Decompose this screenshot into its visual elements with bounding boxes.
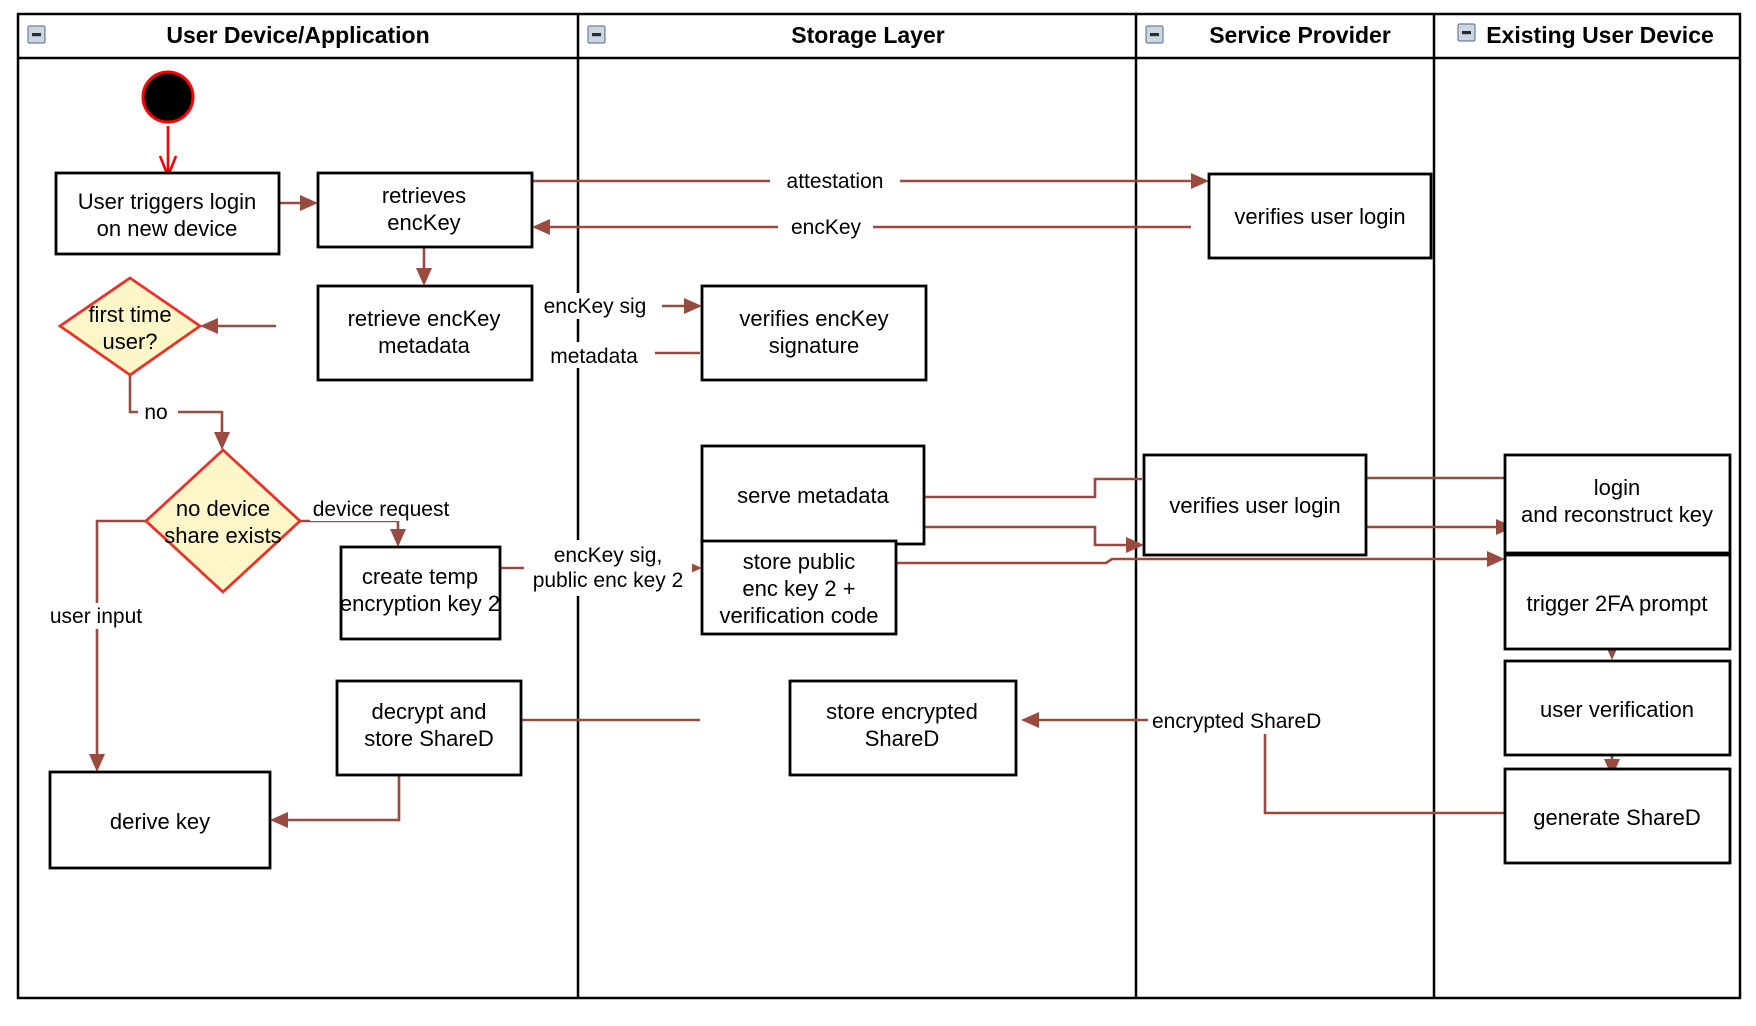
edge-metadata: metadata — [476, 342, 700, 368]
node-verifies-enckey-signature[interactable]: verifies encKey signature — [700, 284, 928, 382]
node-label-line: first time — [88, 302, 171, 327]
node-trigger-2fa-prompt[interactable]: trigger 2FA prompt — [1503, 553, 1732, 651]
node-user-triggers-login[interactable]: User triggers login on new device — [54, 171, 281, 256]
lane-title-existing-device: Existing User Device — [1486, 22, 1714, 48]
edge-label-enckey: encKey — [791, 216, 862, 239]
node-label-line: User triggers login — [78, 189, 257, 214]
node-decrypt-and-store-shared[interactable]: decrypt and store ShareD — [335, 679, 523, 777]
edge-label-enckey-sig-line2: public enc key 2 — [533, 569, 684, 592]
node-serve-metadata[interactable]: serve metadata — [700, 444, 926, 546]
node-create-temp-encryption-key-2[interactable]: create temp encryption key 2 — [339, 545, 502, 641]
collapse-icon[interactable] — [1145, 25, 1164, 44]
edge-label-enckey-sig-line1: encKey sig, — [554, 544, 663, 567]
edge-serve-metadata-to-sp — [904, 525, 1144, 553]
edge-user-input: user input — [46, 519, 151, 772]
edge-metadata-to-first-time — [200, 318, 276, 334]
edges-layer: attestation encKey encKey sig — [46, 126, 1620, 828]
node-label-line: create temp — [362, 564, 478, 589]
node-generate-shared[interactable]: generate ShareD — [1503, 767, 1732, 865]
node-label-line: encryption key 2 — [340, 591, 500, 616]
node-label-line: generate ShareD — [1533, 805, 1701, 830]
edge-no: no — [128, 375, 230, 450]
edge-label-encrypted-shared: encrypted ShareD — [1152, 710, 1321, 733]
node-label-line: derive key — [110, 809, 210, 834]
collapse-icon[interactable] — [27, 25, 46, 44]
node-store-public-enc-key-2[interactable]: store public enc key 2 + verification co… — [700, 539, 898, 636]
collapse-icon[interactable] — [587, 25, 606, 44]
edge-label-attestation: attestation — [787, 170, 884, 193]
edge-enckey-sig: encKey sig — [476, 293, 702, 319]
node-label-line: ShareD — [865, 726, 940, 751]
node-label-line: login — [1594, 475, 1640, 500]
edge-device-request: device request — [300, 495, 458, 547]
edge-retrieves-to-metadata — [416, 247, 432, 286]
node-label-line: verifies user login — [1234, 204, 1405, 229]
node-login-and-reconstruct-key[interactable]: login and reconstruct key — [1503, 453, 1732, 555]
node-label-line: no device — [176, 496, 270, 521]
node-label-line: trigger 2FA prompt — [1527, 591, 1708, 616]
node-store-encrypted-shared[interactable]: store encrypted ShareD — [788, 679, 1018, 777]
node-label-line: on new device — [97, 216, 238, 241]
lane-title-user-device: User Device/Application — [166, 22, 429, 48]
lane-header-existing-device[interactable]: Existing User Device — [1457, 22, 1714, 48]
node-label-line: signature — [769, 333, 860, 358]
node-label-line: store encrypted — [826, 699, 978, 724]
edge-label-user-input: user input — [50, 605, 142, 628]
node-label-line: user verification — [1540, 697, 1694, 722]
node-label-line: verifies user login — [1169, 493, 1340, 518]
node-label-line: verification code — [720, 603, 879, 628]
node-label-line: encKey — [387, 210, 460, 235]
node-derive-key[interactable]: derive key — [48, 770, 272, 870]
edge-login-to-retrieves — [279, 195, 318, 211]
node-retrieve-enckey-metadata[interactable]: retrieve encKey metadata — [316, 284, 534, 382]
node-label-line: store ShareD — [364, 726, 494, 751]
node-label-line: retrieve encKey — [348, 306, 501, 331]
edge-attestation: attestation — [532, 168, 1209, 194]
initial-node[interactable] — [141, 70, 195, 124]
node-label-line: serve metadata — [737, 483, 889, 508]
node-label-line: store public — [743, 549, 856, 574]
node-label-line: decrypt and — [372, 699, 487, 724]
node-label-line: and reconstruct key — [1521, 502, 1713, 527]
node-verifies-user-login-top[interactable]: verifies user login — [1207, 172, 1433, 260]
edge-enckey-sig-pub2: encKey sig, public enc key 2 — [500, 540, 702, 596]
node-label-line: verifies encKey — [739, 306, 888, 331]
node-label-line: metadata — [378, 333, 470, 358]
edge-label-metadata: metadata — [550, 345, 638, 368]
lane-title-service-provider: Service Provider — [1209, 22, 1391, 48]
edge-label-enckey-sig: encKey sig — [544, 295, 647, 318]
edge-label-device-request: device request — [313, 498, 450, 521]
edge-store-pub-to-2fa — [895, 551, 1505, 567]
edge-label-no: no — [144, 401, 167, 424]
nodes-layer: User triggers login on new device retrie… — [48, 70, 1732, 870]
edge-encrypted-shared: encrypted ShareD — [1021, 707, 1509, 815]
collapse-icon[interactable] — [1457, 23, 1476, 42]
node-label-line: enc key 2 + — [742, 576, 855, 601]
lane-header-service-provider[interactable]: Service Provider — [1145, 22, 1391, 48]
node-retrieves-enckey[interactable]: retrieves encKey — [316, 171, 534, 249]
node-no-device-share-exists[interactable]: no device share exists — [143, 448, 303, 594]
node-label-line: share exists — [164, 523, 281, 548]
node-label-line: user? — [102, 329, 157, 354]
node-user-verification[interactable]: user verification — [1503, 659, 1732, 757]
edge-decrypt-to-derive — [270, 775, 401, 828]
edge-enckey: encKey — [532, 214, 1191, 240]
lane-header-storage[interactable]: Storage Layer — [587, 22, 945, 48]
lane-header-user-device[interactable]: User Device/Application — [27, 22, 430, 48]
node-verifies-user-login-mid[interactable]: verifies user login — [1142, 453, 1368, 557]
lane-title-storage: Storage Layer — [791, 22, 944, 48]
node-label-line: retrieves — [382, 183, 466, 208]
node-first-time-user[interactable]: first time user? — [57, 276, 203, 377]
